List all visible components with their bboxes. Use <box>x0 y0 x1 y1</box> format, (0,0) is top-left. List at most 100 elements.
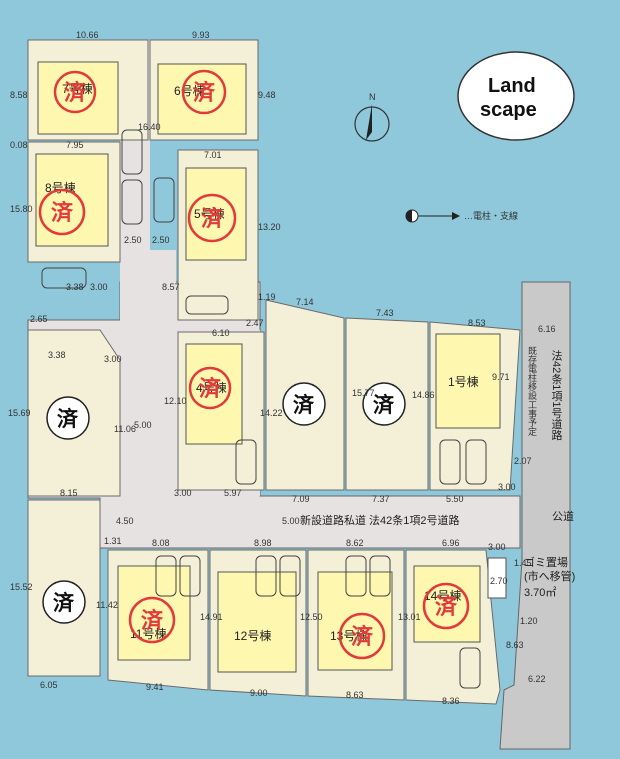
svg-text:3.00: 3.00 <box>174 488 192 498</box>
sold-mark: 済 <box>51 200 74 225</box>
sold-mark: 済 <box>435 594 458 619</box>
lane-car <box>153 177 175 223</box>
sold-stamp <box>188 366 232 410</box>
lot-sold-middle-b[interactable]: 済 <box>345 317 429 491</box>
public-road-label-b: 公道 <box>552 509 574 523</box>
svg-text:11.42: 11.42 <box>96 600 118 610</box>
svg-text:15.52: 15.52 <box>10 582 33 592</box>
svg-text:10.66: 10.66 <box>76 30 99 40</box>
svg-text:2.50: 2.50 <box>124 235 142 245</box>
svg-text:7.14: 7.14 <box>296 297 314 307</box>
sold-stamp <box>181 69 227 115</box>
lot-label: 6号棟 <box>174 83 205 98</box>
lot-sold-middle-a[interactable]: 済 <box>265 299 345 491</box>
sold-stamp <box>362 382 406 426</box>
sold-stamp <box>422 582 470 630</box>
svg-text:8.63: 8.63 <box>506 640 524 650</box>
svg-text:5.97: 5.97 <box>224 488 242 498</box>
svg-text:6.16: 6.16 <box>538 324 556 334</box>
dimension-labels: 10.66 9.93 8.58 9.48 0.08 16.40 7.95 7.0… <box>8 30 556 706</box>
svg-text:8.62: 8.62 <box>346 538 364 548</box>
garbage-area <box>487 557 507 599</box>
parking-space <box>179 555 201 597</box>
svg-text:9.00: 9.00 <box>250 688 268 698</box>
svg-text:6.22: 6.22 <box>528 674 546 684</box>
svg-text:13.01: 13.01 <box>398 612 421 622</box>
svg-text:11.06: 11.06 <box>114 424 136 434</box>
sold-stamp <box>187 193 237 243</box>
parking-space <box>345 555 367 597</box>
svg-text:2.47: 2.47 <box>246 318 264 328</box>
garbage-note: (市へ移管) <box>524 569 575 583</box>
svg-text:15.69: 15.69 <box>8 408 31 418</box>
svg-text:12.10: 12.10 <box>164 396 187 406</box>
lot-7[interactable]: 7号棟 済 <box>27 39 149 141</box>
svg-text:8.53: 8.53 <box>468 318 486 328</box>
lot-sold-left-middle[interactable]: 済 <box>27 329 121 497</box>
svg-text:3.00: 3.00 <box>90 282 108 292</box>
svg-text:7.01: 7.01 <box>204 150 222 160</box>
lot-8[interactable]: 8号棟 済 <box>27 141 121 289</box>
svg-text:5.50: 5.50 <box>446 494 464 504</box>
svg-text:2.07: 2.07 <box>514 456 532 466</box>
lot-label: 5号棟 <box>194 206 225 221</box>
svg-text:5.00: 5.00 <box>134 420 152 430</box>
svg-text:9.93: 9.93 <box>192 30 210 40</box>
parking-space <box>255 555 277 597</box>
svg-text:7.09: 7.09 <box>292 494 310 504</box>
lot-6[interactable]: 6号棟 済 <box>149 39 259 141</box>
landscape-logo: Land scape <box>457 51 575 141</box>
svg-text:0.08: 0.08 <box>10 140 28 150</box>
lot-13[interactable]: 13号棟 済 <box>307 549 405 701</box>
svg-text:3.00: 3.00 <box>488 542 506 552</box>
parking-space <box>369 555 391 597</box>
svg-text:8.15: 8.15 <box>60 488 78 498</box>
svg-text:9.71: 9.71 <box>492 372 510 382</box>
svg-text:8.57: 8.57 <box>162 282 180 292</box>
svg-text:14.86: 14.86 <box>412 390 435 400</box>
parking-space <box>279 555 301 597</box>
svg-text:3.38: 3.38 <box>48 350 66 360</box>
svg-text:8.58: 8.58 <box>10 90 28 100</box>
svg-text:9.48: 9.48 <box>258 90 276 100</box>
public-road-label-a: 法42条1項1号道路 <box>550 349 563 441</box>
svg-text:5.00: 5.00 <box>282 516 300 526</box>
svg-text:16.40: 16.40 <box>138 122 161 132</box>
svg-text:15.77: 15.77 <box>352 388 375 398</box>
svg-text:14.91: 14.91 <box>200 612 223 622</box>
logo-line-1: Land <box>488 75 536 97</box>
svg-text:3.38: 3.38 <box>66 282 84 292</box>
svg-text:6.96: 6.96 <box>442 538 460 548</box>
svg-text:1.20: 1.20 <box>520 616 538 626</box>
lot-14[interactable]: 14号棟 済 <box>405 549 501 705</box>
sold-mark: 済 <box>293 393 315 417</box>
svg-text:12.50: 12.50 <box>300 612 323 622</box>
svg-text:6.05: 6.05 <box>40 680 58 690</box>
lot-sold-bottom-left[interactable]: 済 <box>27 499 101 677</box>
sold-mark: 済 <box>53 591 75 615</box>
public-road <box>499 281 571 750</box>
svg-text:7.37: 7.37 <box>372 494 390 504</box>
lot-1[interactable]: 1号棟 <box>429 321 521 491</box>
lot-label: 4号棟 <box>196 380 227 395</box>
garbage-area-value: 3.70㎡ <box>524 586 556 599</box>
parking-space <box>439 439 461 485</box>
sold-mark: 済 <box>64 80 87 105</box>
lane-car <box>121 179 143 225</box>
parking-space <box>185 295 229 315</box>
svg-text:8.98: 8.98 <box>254 538 272 548</box>
sold-stamp <box>128 596 176 644</box>
svg-text:2.65: 2.65 <box>30 314 48 324</box>
parking-space <box>155 555 177 597</box>
lot-12[interactable]: 12号棟 <box>209 549 307 697</box>
sold-mark: 済 <box>351 624 374 649</box>
sold-mark: 済 <box>193 80 216 105</box>
lane-car <box>121 129 143 175</box>
svg-text:1.45: 1.45 <box>514 558 532 568</box>
lot-5[interactable]: 5号棟 済 <box>177 149 259 321</box>
lot-label: 1号棟 <box>448 374 479 389</box>
lot-4[interactable]: 4号棟 済 <box>177 331 265 491</box>
lot-11[interactable]: 11号棟 済 <box>107 549 209 691</box>
svg-text:1.19: 1.19 <box>258 292 276 302</box>
